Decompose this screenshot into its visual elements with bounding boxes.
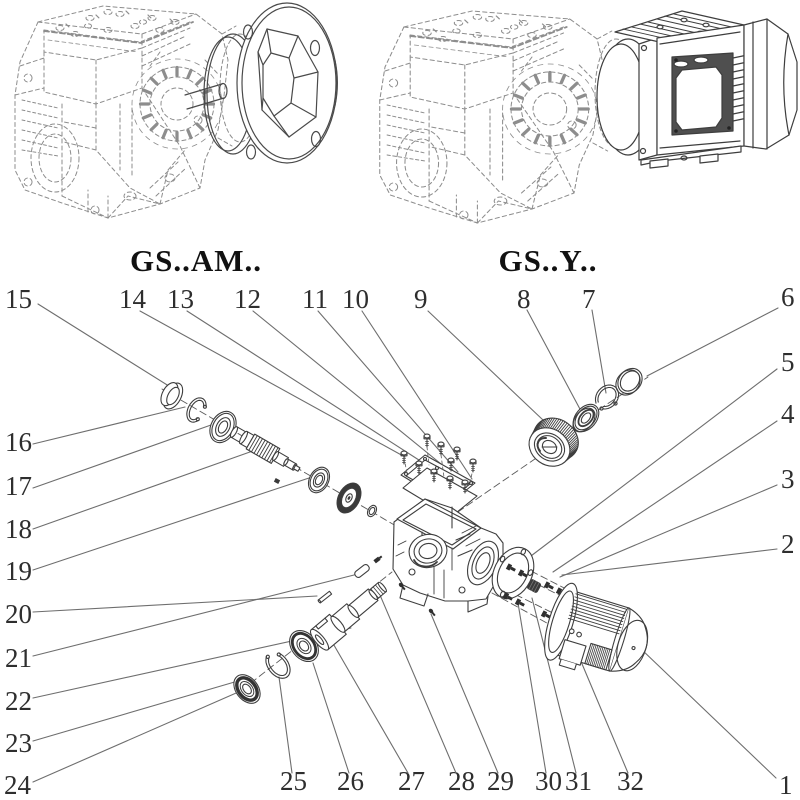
svg-text:31: 31: [565, 766, 592, 796]
svg-text:GS..AM..: GS..AM..: [130, 243, 262, 278]
svg-text:19: 19: [5, 556, 32, 586]
svg-text:GS..Y..: GS..Y..: [499, 243, 598, 278]
svg-text:30: 30: [535, 766, 562, 796]
svg-text:23: 23: [5, 728, 32, 758]
svg-text:9: 9: [414, 284, 428, 314]
svg-text:24: 24: [4, 770, 32, 800]
svg-text:16: 16: [5, 427, 32, 457]
svg-text:22: 22: [5, 686, 32, 716]
svg-text:4: 4: [781, 399, 795, 429]
svg-text:25: 25: [280, 766, 307, 796]
svg-text:7: 7: [582, 284, 596, 314]
svg-text:17: 17: [5, 471, 32, 501]
svg-text:8: 8: [517, 284, 531, 314]
svg-text:2: 2: [781, 529, 795, 559]
svg-text:10: 10: [342, 284, 369, 314]
svg-text:27: 27: [398, 766, 425, 796]
svg-text:3: 3: [781, 464, 795, 494]
svg-text:32: 32: [617, 766, 644, 796]
svg-text:11: 11: [302, 284, 328, 314]
svg-text:21: 21: [5, 643, 32, 673]
svg-text:28: 28: [448, 766, 475, 796]
svg-text:6: 6: [781, 282, 795, 312]
svg-text:26: 26: [337, 766, 364, 796]
svg-text:13: 13: [167, 284, 194, 314]
svg-text:12: 12: [234, 284, 261, 314]
svg-text:18: 18: [5, 514, 32, 544]
svg-text:1: 1: [779, 770, 793, 800]
svg-text:5: 5: [781, 347, 795, 377]
svg-text:20: 20: [5, 599, 32, 629]
svg-text:15: 15: [5, 284, 32, 314]
svg-text:14: 14: [119, 284, 147, 314]
svg-text:29: 29: [487, 766, 514, 796]
